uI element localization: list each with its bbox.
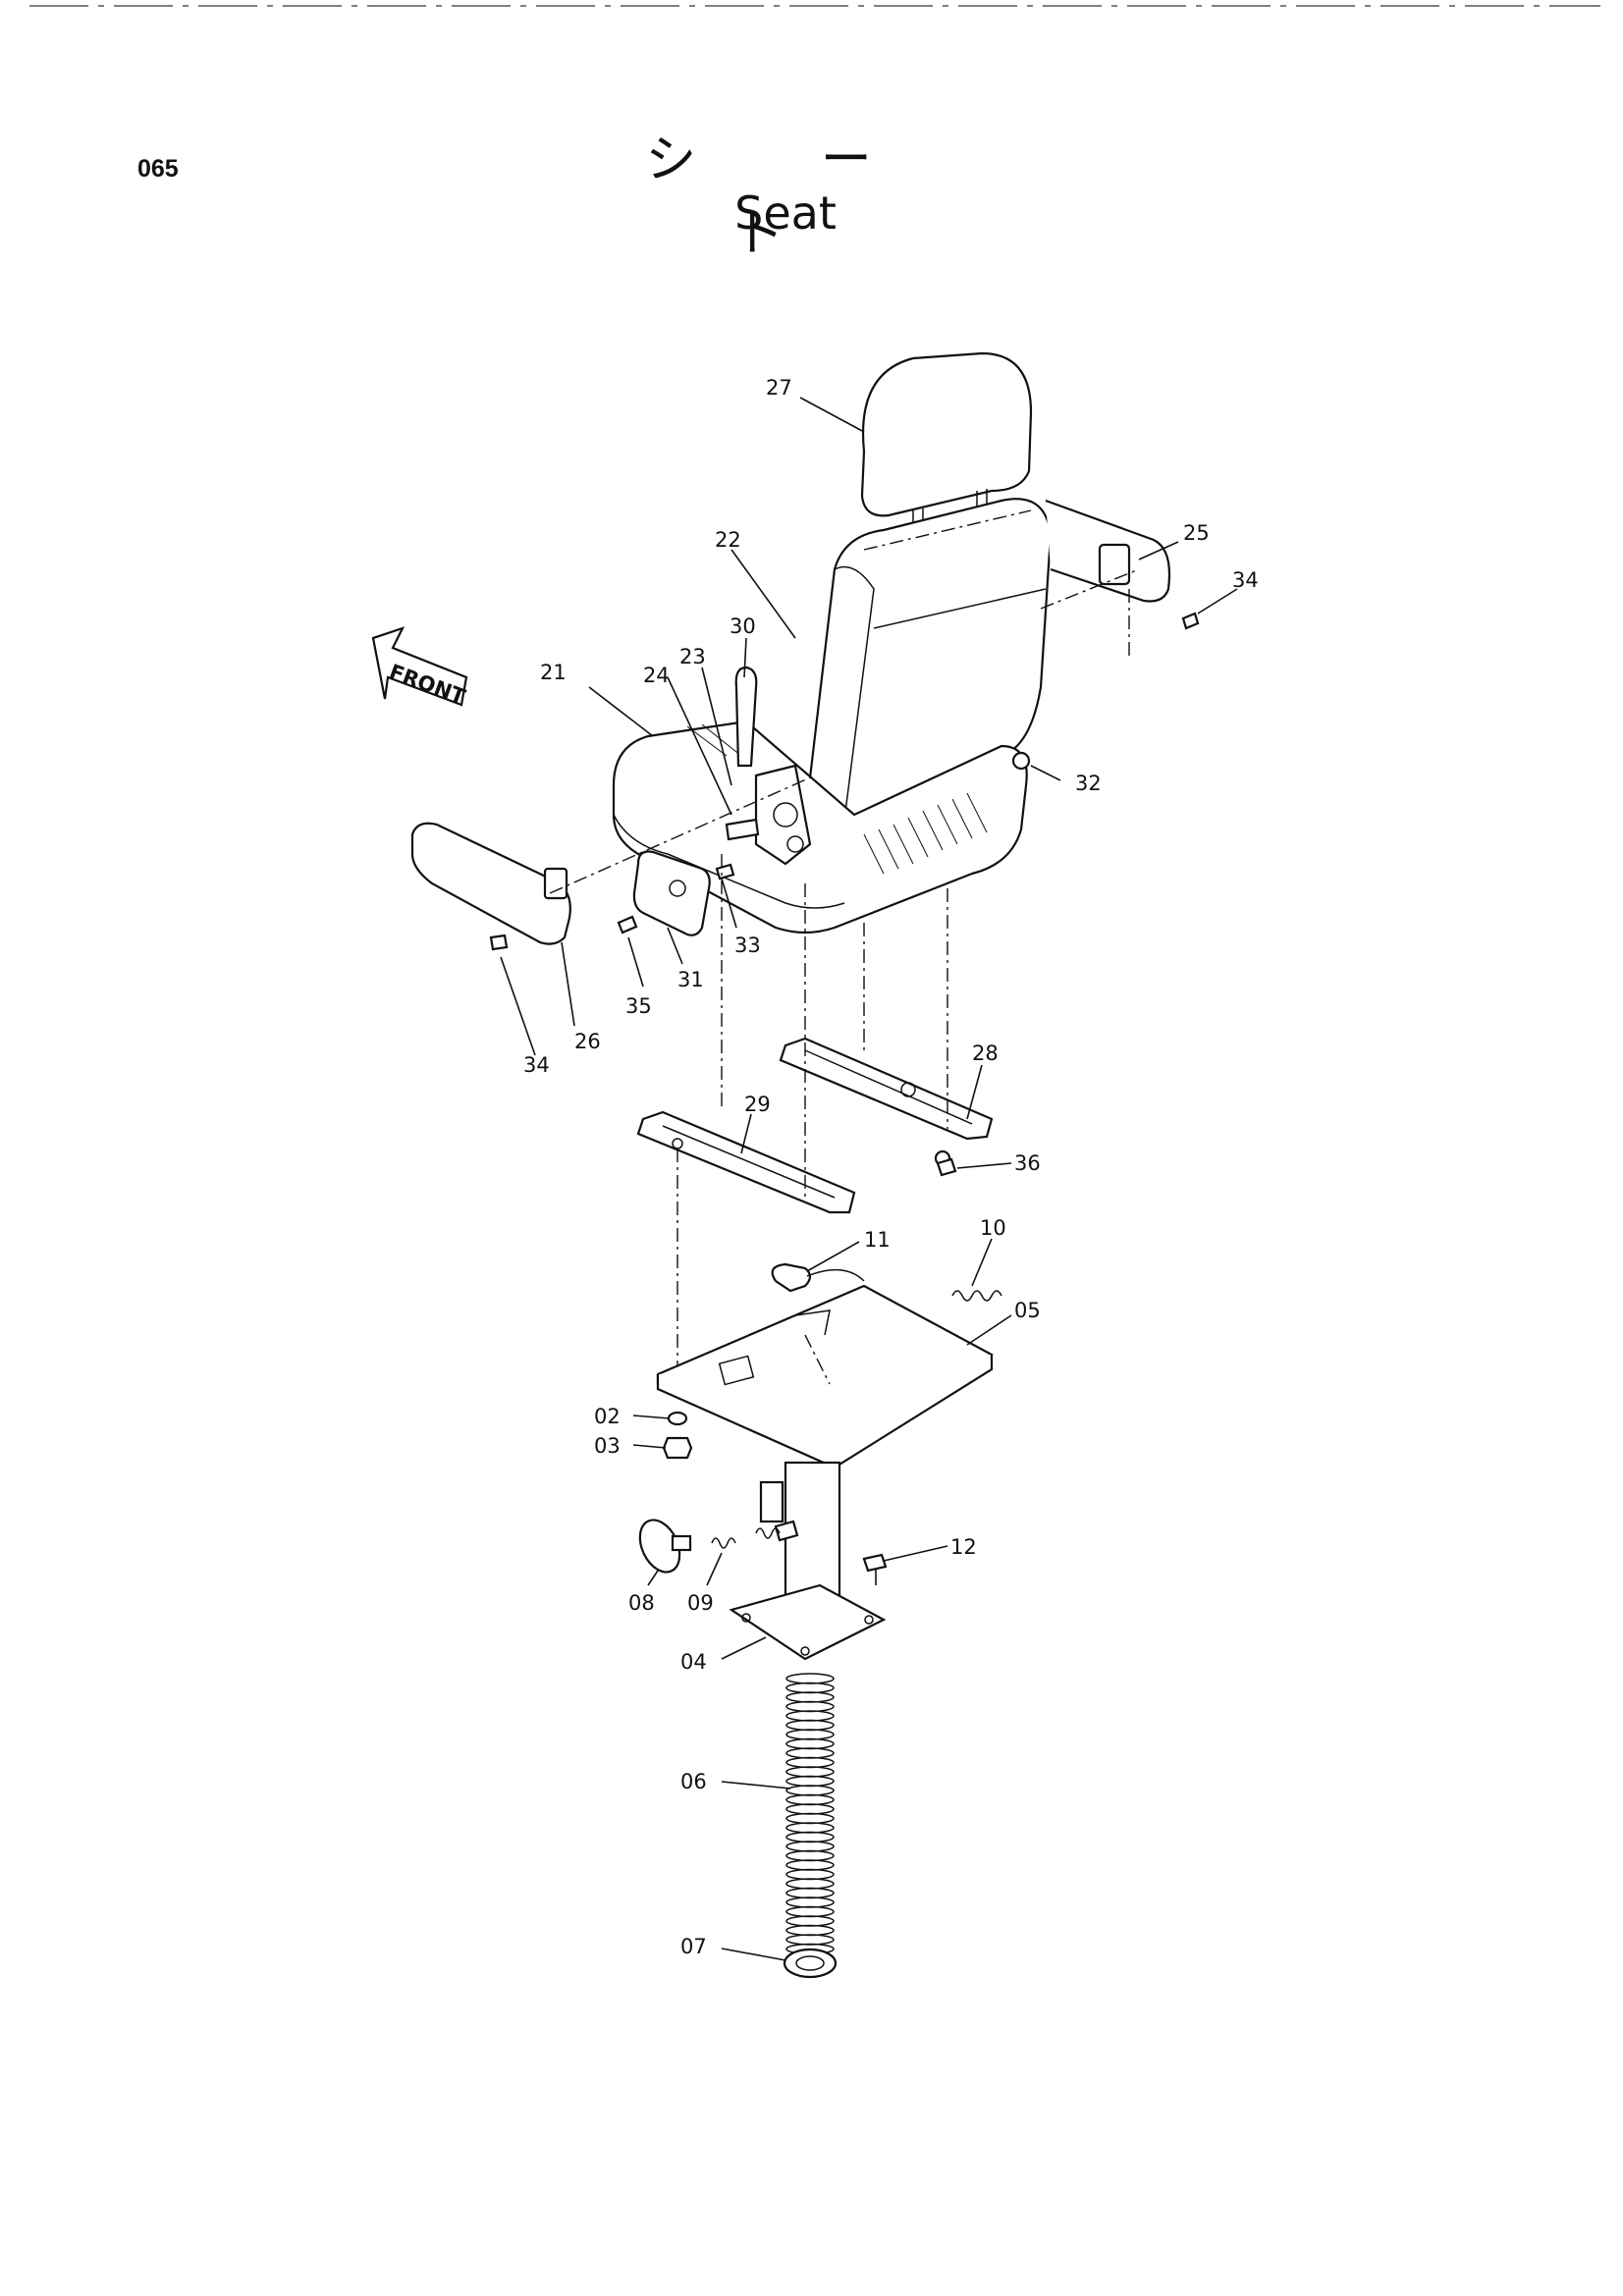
callout-label: 31 [677,968,704,991]
spring-coil-turn [785,1691,835,1703]
spring-coil-turn [785,1682,835,1694]
spring-coil-turn [785,1896,835,1908]
callout-label: 26 [574,1030,601,1053]
callout-label: 28 [972,1041,999,1065]
spring-coil-turn [785,1831,835,1843]
spring-coil-turn [785,1934,835,1946]
spring-coil-turn [785,1785,835,1796]
spring-coil-turn [785,1812,835,1825]
callout-label: 30 [730,614,756,638]
front-arrow-icon: FRONT [371,626,469,709]
spring-coil-turn [785,1729,835,1740]
seat-column [729,1461,887,1661]
spring-coil-turn [785,1868,835,1881]
callout-label: 09 [687,1591,714,1615]
spring-coil-turn [785,1673,835,1684]
callout-label: 08 [628,1591,655,1615]
callout-label: 07 [680,1935,707,1958]
coil-spring-06 [785,1673,835,1955]
callout-label: 32 [1075,772,1102,795]
callout-label: 33 [734,934,761,957]
seat-backrest [803,498,1053,827]
callout-label: 06 [680,1770,707,1793]
callout-label: 35 [625,994,652,1018]
adjust-knob-08 [638,1519,692,1574]
bolt-12 [862,1553,888,1573]
callout-label: 25 [1183,521,1210,545]
callout-label: 05 [1014,1299,1041,1322]
right-armrest [1045,499,1200,658]
callout-label: 03 [594,1434,621,1458]
callout-labels: 27 22 25 34 30 23 24 21 32 33 31 35 26 3… [523,376,1259,1958]
callout-label: 04 [680,1650,707,1674]
callout-label: 02 [594,1405,621,1428]
spring-coil-turn [785,1859,835,1871]
spring-coil-turn [785,1719,835,1732]
spring-coil-turn [785,1700,835,1713]
slide-rail-right [779,1037,994,1167]
spring-coil-turn [785,1915,835,1927]
slide-rail-left [636,1110,856,1214]
left-armrest [410,822,571,951]
callout-label: 24 [643,664,670,687]
page-number: 065 [137,155,179,183]
mounting-plate [656,1284,994,1469]
spring-coil-turn [785,1924,835,1937]
spring-coil-turn [785,1775,835,1788]
page-title-japanese: シ ー ト [645,131,926,263]
spring-09 [711,1537,736,1549]
callout-label: 11 [864,1228,891,1252]
callout-label: 34 [523,1053,550,1077]
lever-handle-11 [771,1262,865,1293]
leader-lines [500,397,1238,1961]
spring-coil-turn [785,1756,835,1769]
callout-label: 22 [715,528,741,552]
spring-coil-turn [785,1841,835,1852]
spring-coil-turn [785,1803,835,1815]
seat-hardware [617,751,1031,934]
callout-label: 34 [1232,568,1259,592]
callout-label: 27 [766,376,792,400]
spring-coil-turn [785,1766,835,1778]
spring-coil-turn [785,1887,835,1899]
callout-label: 23 [679,645,706,668]
page-title-english: Seat [734,187,837,240]
callout-label: 29 [744,1093,771,1116]
spring-coil-turn [785,1747,835,1759]
cushion-hatching [686,723,988,875]
spring-coil-turn [785,1905,835,1918]
spring-coil-turn [785,1737,835,1750]
spring-coil-turn [785,1793,835,1806]
spring-10 [951,1290,1002,1302]
nut-03 [662,1436,693,1460]
callout-label: 12 [950,1535,977,1559]
spring-cap-07 [783,1948,838,1979]
spring-coil-turn [785,1822,835,1834]
recline-mechanism [725,666,812,866]
callout-label: 10 [980,1216,1006,1240]
bolt-36 [936,1157,957,1177]
callout-label: 21 [540,661,567,684]
spring-coil-turn [785,1878,835,1890]
spring-coil-turn [785,1849,835,1862]
washer-02 [667,1411,688,1426]
seat-cushion [612,720,1028,934]
callout-label: 36 [1014,1151,1041,1175]
spring-coil-turn [785,1710,835,1722]
